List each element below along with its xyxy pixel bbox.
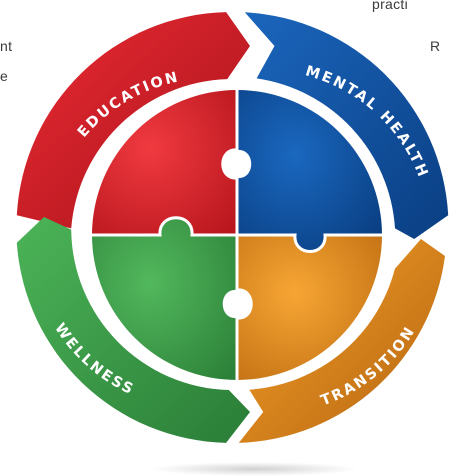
background-text-fragment: R xyxy=(430,38,441,54)
background-text-fragment: nt xyxy=(0,38,13,54)
puzzle-piece-red xyxy=(92,90,237,235)
puzzle-separators xyxy=(92,90,382,380)
education-arrow xyxy=(16,12,250,229)
puzzle-piece-green xyxy=(92,217,237,380)
background-text-fragment: practi xyxy=(372,0,409,12)
puzzle-piece-blue xyxy=(237,90,382,252)
mental-health-arrow xyxy=(244,12,449,239)
transition-arrow xyxy=(238,239,445,443)
background-text-fragment: e xyxy=(0,68,9,84)
puzzle-piece-orange xyxy=(237,235,382,380)
wellness-arrow xyxy=(16,217,250,443)
